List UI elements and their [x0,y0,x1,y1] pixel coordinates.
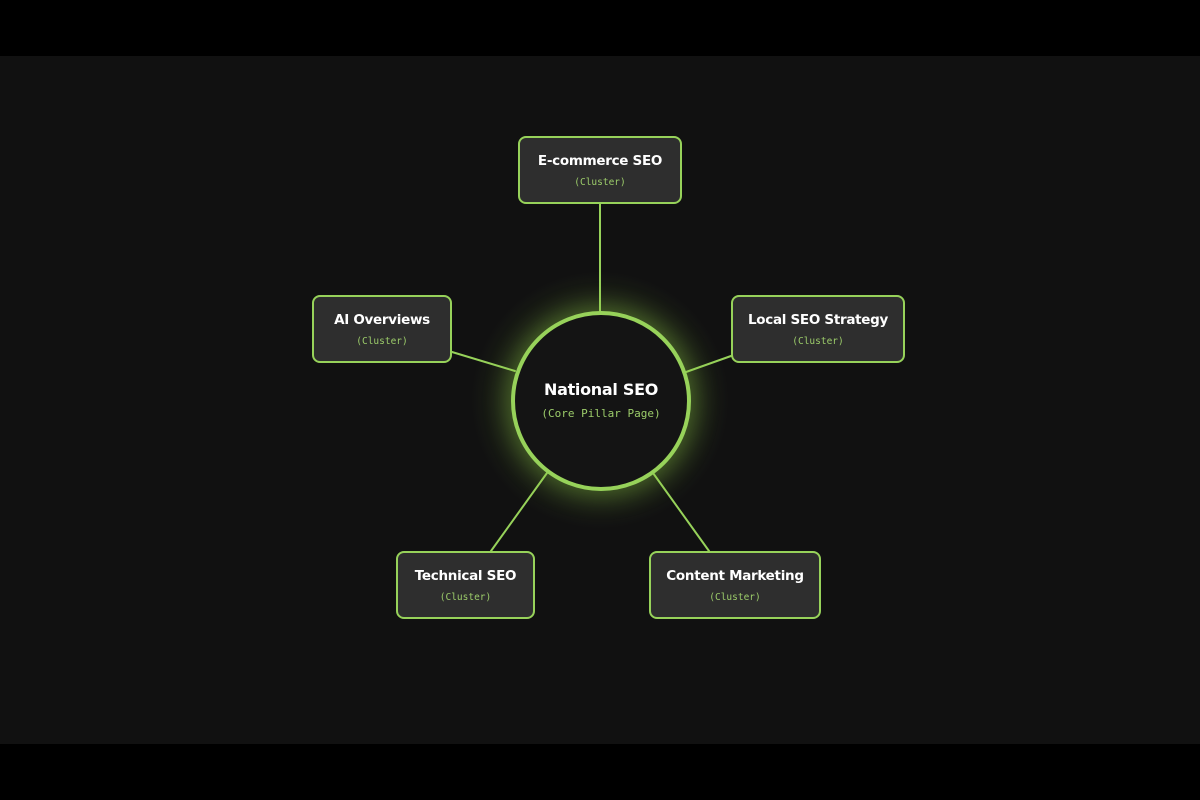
pillar-title: National SEO [543,380,658,399]
cluster-title: Content Marketing [666,567,804,584]
cluster-node-local-seo[interactable]: Local SEO Strategy (Cluster) [731,295,905,363]
cluster-subtitle: (Cluster) [356,335,408,347]
cluster-subtitle: (Cluster) [792,335,844,347]
cluster-title: AI Overviews [334,311,430,328]
pillar-subtitle: (Core Pillar Page) [541,407,661,420]
cluster-node-ai-overviews[interactable]: AI Overviews (Cluster) [312,295,452,363]
cluster-title: Local SEO Strategy [747,311,889,328]
cluster-node-ecommerce[interactable]: E-commerce SEO (Cluster) [518,136,682,204]
core-pillar-node[interactable]: National SEO (Core Pillar Page) [511,311,691,491]
cluster-subtitle: (Cluster) [574,176,626,188]
cluster-subtitle: (Cluster) [709,591,761,603]
cluster-node-content-marketing[interactable]: Content Marketing (Cluster) [649,551,821,619]
cluster-title: E-commerce SEO [537,152,663,169]
cluster-subtitle: (Cluster) [439,591,492,603]
cluster-title: Technical SEO [414,567,517,584]
cluster-node-technical-seo[interactable]: Technical SEO (Cluster) [396,551,535,619]
